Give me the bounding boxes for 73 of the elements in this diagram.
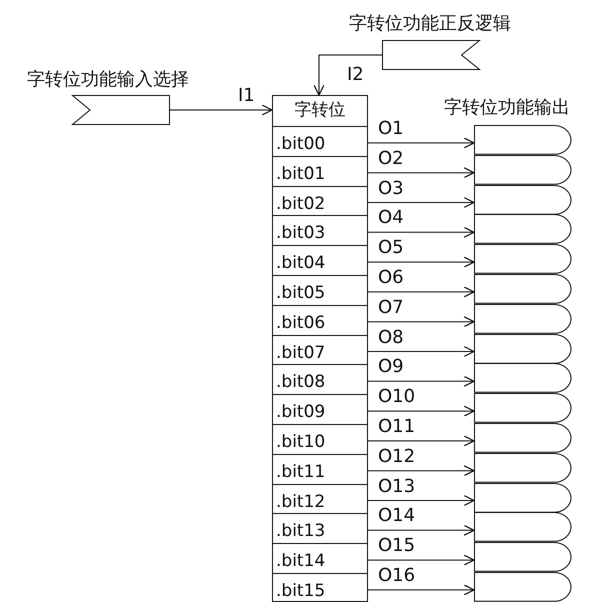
arrow (368, 196, 475, 208)
output-terminal (474, 274, 572, 304)
bit-cell: .bit13 (272, 513, 368, 544)
arrow (368, 256, 475, 268)
edge-label: O15 (378, 536, 416, 556)
output-terminal (474, 184, 572, 214)
output-terminal (474, 452, 572, 483)
output-terminal (474, 214, 572, 244)
bit-cell: .bit04 (272, 245, 368, 275)
output-terminal (474, 423, 572, 453)
bit-cell: .bit06 (272, 304, 368, 335)
edge-label: O2 (378, 148, 404, 169)
edge-label: I1 (238, 86, 255, 106)
edge-label: O8 (378, 328, 404, 348)
bit-cell: .bit09 (272, 394, 368, 424)
output-terminal (474, 154, 572, 185)
arrow (368, 406, 475, 417)
arrow (368, 316, 475, 328)
arrow (368, 226, 475, 238)
bit-cell: .bit11 (272, 454, 368, 484)
edge-label: O14 (378, 506, 416, 526)
output-terminal (474, 572, 572, 602)
bit-cell: .bit00 (272, 126, 368, 156)
arrow (313, 54, 382, 96)
flag-title: 字转位功能正反逻辑 (348, 14, 512, 34)
output-terminal (474, 363, 572, 394)
output-terminal (474, 482, 572, 512)
output-terminal (474, 512, 572, 542)
edge-label: O11 (378, 416, 416, 437)
bit-cell: .bit08 (272, 364, 368, 394)
arrow (368, 435, 475, 446)
arrow (170, 104, 273, 116)
edge-label: O12 (378, 446, 416, 467)
edge-label: O6 (378, 268, 404, 288)
arrow (368, 167, 475, 178)
edge-label: O16 (378, 566, 416, 586)
arrow (368, 554, 475, 566)
edge-label: O9 (378, 357, 404, 378)
arrow (368, 584, 475, 596)
edge-label: O3 (378, 178, 404, 198)
output-heading: 字转位功能输出 (444, 98, 570, 118)
function-block (272, 95, 368, 602)
bit-cell: .bit01 (272, 156, 368, 186)
arrow (368, 376, 475, 387)
bit-cell: .bit15 (272, 573, 368, 602)
edge-label: O5 (378, 238, 404, 258)
bit-cell: .bit12 (272, 484, 368, 514)
flag-title: 字转位功能输入选择 (26, 70, 190, 90)
edge-label: I2 (347, 65, 364, 85)
bit-cell: .bit02 (272, 186, 368, 216)
output-terminal (474, 125, 572, 155)
arrow (368, 286, 475, 298)
edge-label: O10 (378, 387, 416, 408)
edge-label: O4 (378, 208, 404, 228)
arrow (368, 524, 475, 536)
output-terminal (474, 542, 572, 572)
bit-cell: .bit05 (272, 275, 368, 305)
bit-cell: .bit10 (272, 424, 368, 454)
edge-label: O13 (378, 476, 416, 496)
arrow (368, 494, 475, 506)
bit-cell: .bit07 (272, 334, 368, 364)
bit-cell: .bit14 (272, 543, 368, 573)
arrow (368, 137, 475, 148)
output-terminal (474, 393, 572, 423)
edge-label: O1 (378, 118, 404, 139)
arrow (368, 346, 475, 358)
bit-cell: .bit03 (272, 215, 368, 246)
edge-label: O7 (378, 298, 404, 318)
output-terminal (474, 334, 572, 364)
arrow (368, 465, 475, 476)
output-terminal (474, 244, 572, 274)
block-title: 字转位 (294, 100, 346, 120)
output-terminal (474, 304, 572, 334)
